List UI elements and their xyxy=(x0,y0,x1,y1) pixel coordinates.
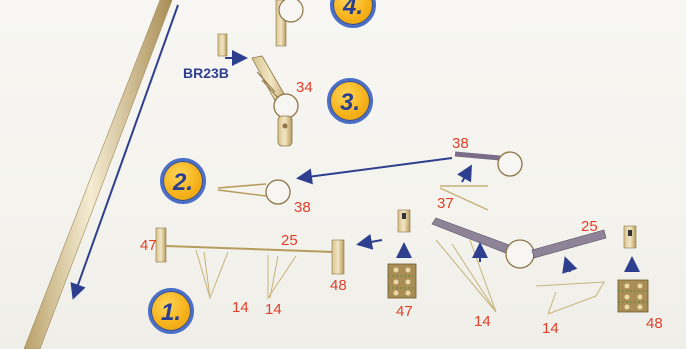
part-code-label: BR23B xyxy=(183,66,229,80)
step-number: 2. xyxy=(163,169,203,197)
part-number-label: 14 xyxy=(265,302,282,317)
step-number: 3. xyxy=(330,89,370,117)
step-badge-3: 3. xyxy=(327,78,373,124)
part-38-37-assembly xyxy=(300,152,522,210)
part-3-bracket xyxy=(218,34,298,146)
part-number-label: 14 xyxy=(542,321,559,336)
part-47-block xyxy=(388,210,416,298)
part-1-frame xyxy=(156,228,382,298)
step-badge-1: 1. xyxy=(148,288,194,334)
part-number-label: 25 xyxy=(281,233,298,248)
part-number-label: 47 xyxy=(396,304,413,319)
part-2-wire xyxy=(218,180,290,204)
step-badge-2: 2. xyxy=(160,158,206,204)
part-number-label: 34 xyxy=(296,80,313,95)
part-number-label: 47 xyxy=(140,238,157,253)
part-number-label: 14 xyxy=(232,300,249,315)
part-48-block xyxy=(618,226,648,312)
part-number-label: 48 xyxy=(330,278,347,293)
long-pole-part xyxy=(24,0,172,349)
part-number-label: 38 xyxy=(452,136,469,151)
part-number-label: 25 xyxy=(581,219,598,234)
part-number-label: 38 xyxy=(294,200,311,215)
step-number: 1. xyxy=(151,299,191,327)
step-number: 4. xyxy=(333,0,373,21)
part-25-crossarm xyxy=(432,218,606,314)
part-number-label: 37 xyxy=(437,196,454,211)
part-number-label: 14 xyxy=(474,314,491,329)
part-4-bracket xyxy=(276,0,303,46)
part-number-label: 48 xyxy=(646,316,663,331)
